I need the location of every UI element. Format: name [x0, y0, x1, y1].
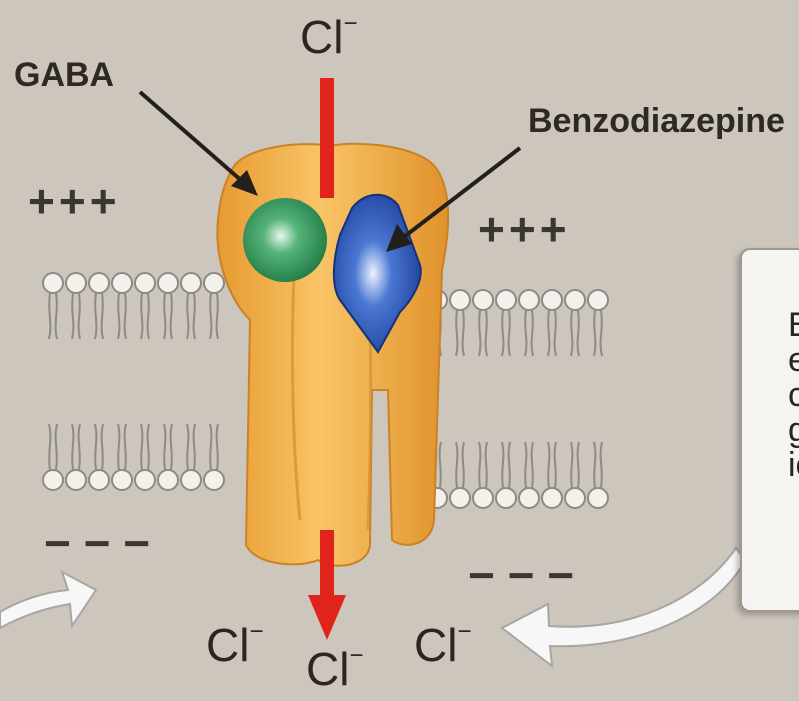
callout-line: g — [788, 413, 799, 448]
explanation-callout: B e c g ic — [740, 248, 799, 612]
gaba-label: GABA — [14, 58, 114, 92]
chloride-arrowhead-icon — [308, 595, 346, 640]
positive-charges-right: +++ — [478, 206, 571, 252]
gaba-binding-ball — [243, 198, 327, 282]
gaba-pointer-arrow — [140, 92, 258, 196]
ion-charge: − — [249, 618, 263, 645]
callout-line: c — [788, 378, 799, 413]
chloride-label-bottom-left: Cl− — [206, 622, 263, 668]
ion-charge: − — [349, 642, 363, 669]
membrane-bilayer-left — [43, 273, 224, 490]
positive-charges-left: +++ — [28, 178, 121, 224]
ion-charge: − — [343, 10, 357, 37]
chloride-symbol: Cl — [206, 619, 249, 671]
callout-line: ic — [788, 448, 799, 483]
chloride-exit-arrow-shaft — [320, 530, 334, 600]
chloride-symbol: Cl — [300, 11, 343, 63]
membrane-bilayer-right — [427, 290, 608, 508]
callout-text: B e c g ic — [788, 308, 799, 483]
chloride-label-bottom-center: Cl− — [306, 646, 363, 692]
callout-line: B — [788, 308, 799, 343]
benzodiazepine-label: Benzodiazepine — [528, 104, 785, 138]
chloride-label-bottom-right: Cl− — [414, 622, 471, 668]
chloride-symbol: Cl — [306, 643, 349, 695]
negative-charges-right: − − − — [468, 552, 574, 598]
chloride-channel-arrow-shaft — [320, 78, 334, 198]
chloride-label-top: Cl− — [300, 14, 357, 60]
curved-arrow-left-icon — [0, 572, 96, 628]
ion-charge: − — [457, 618, 471, 645]
callout-line: e — [788, 343, 799, 378]
gaba-receptor-channel — [217, 144, 448, 566]
chloride-symbol: Cl — [414, 619, 457, 671]
negative-charges-left: − − − — [44, 520, 150, 566]
